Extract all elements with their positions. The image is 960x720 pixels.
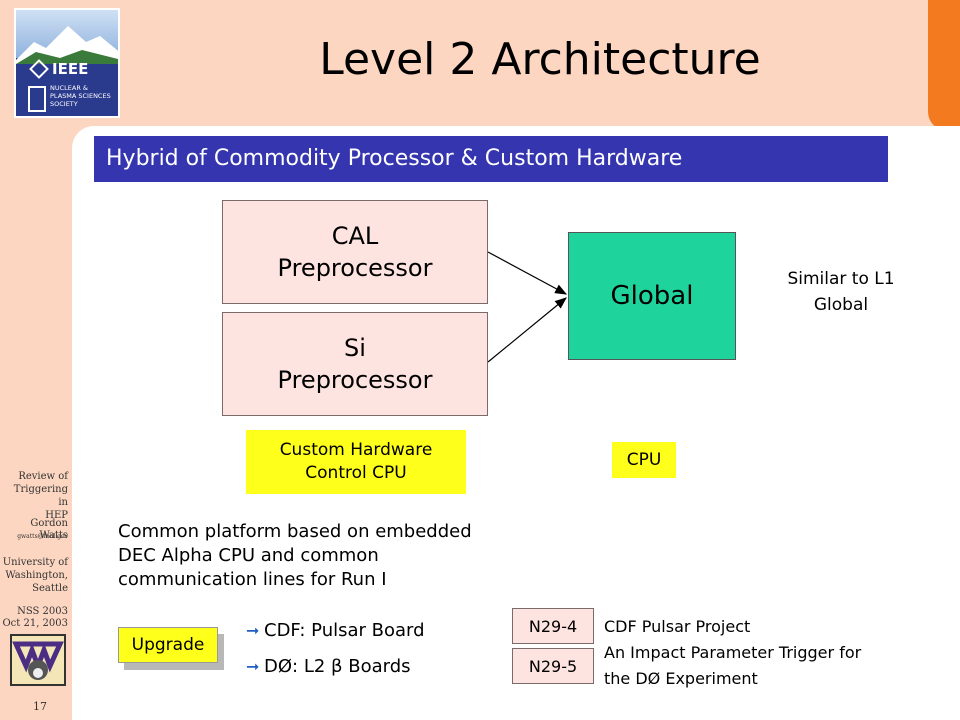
d0-board-text: DØ: L2 β Boards (264, 656, 411, 677)
orange-accent-tab (928, 0, 960, 130)
slide-title: Level 2 Architecture (319, 34, 761, 85)
custom-line1: Custom Hardware (279, 440, 433, 460)
conf-line1: NSS 2003 (17, 606, 68, 617)
ref-code-n29-4: N29-4 (512, 608, 594, 644)
sidebar-conference: NSS 2003 Oct 21, 2003 (2, 606, 68, 630)
ref-text-1: CDF Pulsar Project (604, 617, 751, 636)
logo-brand: IEEE (52, 60, 89, 78)
husky-icon (12, 641, 64, 680)
custom-line2: Control CPU (305, 463, 407, 483)
uni-line3: Seattle (32, 583, 68, 594)
custom-hardware-label: Custom Hardware Control CPU (246, 430, 466, 494)
ref-text-3: the DØ Experiment (604, 669, 758, 688)
cdf-board-item: ➞CDF: Pulsar Board (246, 620, 425, 641)
cpu-label: CPU (612, 442, 676, 478)
cal-to-global-arrow (487, 251, 568, 295)
cal-label-line2: Preprocessor (277, 254, 433, 282)
cal-preprocessor-box: CAL Preprocessor (222, 200, 488, 304)
review-line1: Review of (18, 471, 68, 482)
logo-society: NUCLEAR & PLASMA SCIENCES SOCIETY (50, 84, 111, 108)
common-platform-text: Common platform based on embedded DEC Al… (118, 520, 538, 592)
upgrade-label: Upgrade (118, 627, 218, 663)
similar-line2: Global (813, 295, 869, 315)
sidebar-author: Gordon Watts (30, 518, 68, 541)
sidebar-review: Review of Triggering in HEP (2, 470, 68, 522)
cdf-board-text: CDF: Pulsar Board (264, 620, 425, 641)
mountain-icon (16, 26, 118, 64)
nps-mark-icon (28, 86, 46, 112)
ref-code-n29-5: N29-5 (512, 648, 594, 684)
uni-line2: Washington, (5, 570, 68, 581)
si-label-line1: Si (344, 334, 366, 362)
uw-husky-logo (10, 634, 66, 686)
banner: Hybrid of Commodity Processor & Custom H… (94, 136, 888, 182)
similar-note: Similar to L1 Global (766, 266, 916, 318)
ref-text-2: An Impact Parameter Trigger for (604, 643, 862, 662)
si-label-line2: Preprocessor (277, 366, 433, 394)
ieee-nps-logo: IEEE NUCLEAR & PLASMA SCIENCES SOCIETY (14, 8, 120, 118)
sidebar-university: University of Washington, Seattle (2, 556, 68, 595)
conf-line2: Oct 21, 2003 (2, 618, 68, 629)
common-line2: DEC Alpha CPU and common (118, 545, 379, 566)
reference-list: CDF Pulsar Project An Impact Parameter T… (604, 614, 861, 692)
sidebar-email: gwatts@fnal.gov (17, 533, 68, 540)
common-line3: communication lines for Run I (118, 569, 387, 590)
header-bar (78, 0, 930, 126)
common-line1: Common platform based on embedded (118, 521, 472, 542)
sidebar (0, 0, 78, 720)
review-line3: HEP (45, 510, 68, 521)
si-to-global-arrow (487, 297, 567, 363)
similar-line1: Similar to L1 (787, 269, 895, 289)
review-line2: Triggering in (13, 484, 68, 508)
cal-label-line1: CAL (331, 222, 379, 250)
global-box: Global (568, 232, 736, 360)
d0-board-item: ➞DØ: L2 β Boards (246, 656, 411, 677)
right-arrow-icon: ➞ (246, 657, 260, 676)
uni-line1: University of (2, 557, 68, 568)
page-number: 17 (33, 700, 47, 713)
si-preprocessor-box: Si Preprocessor (222, 312, 488, 416)
right-arrow-icon: ➞ (246, 621, 260, 640)
